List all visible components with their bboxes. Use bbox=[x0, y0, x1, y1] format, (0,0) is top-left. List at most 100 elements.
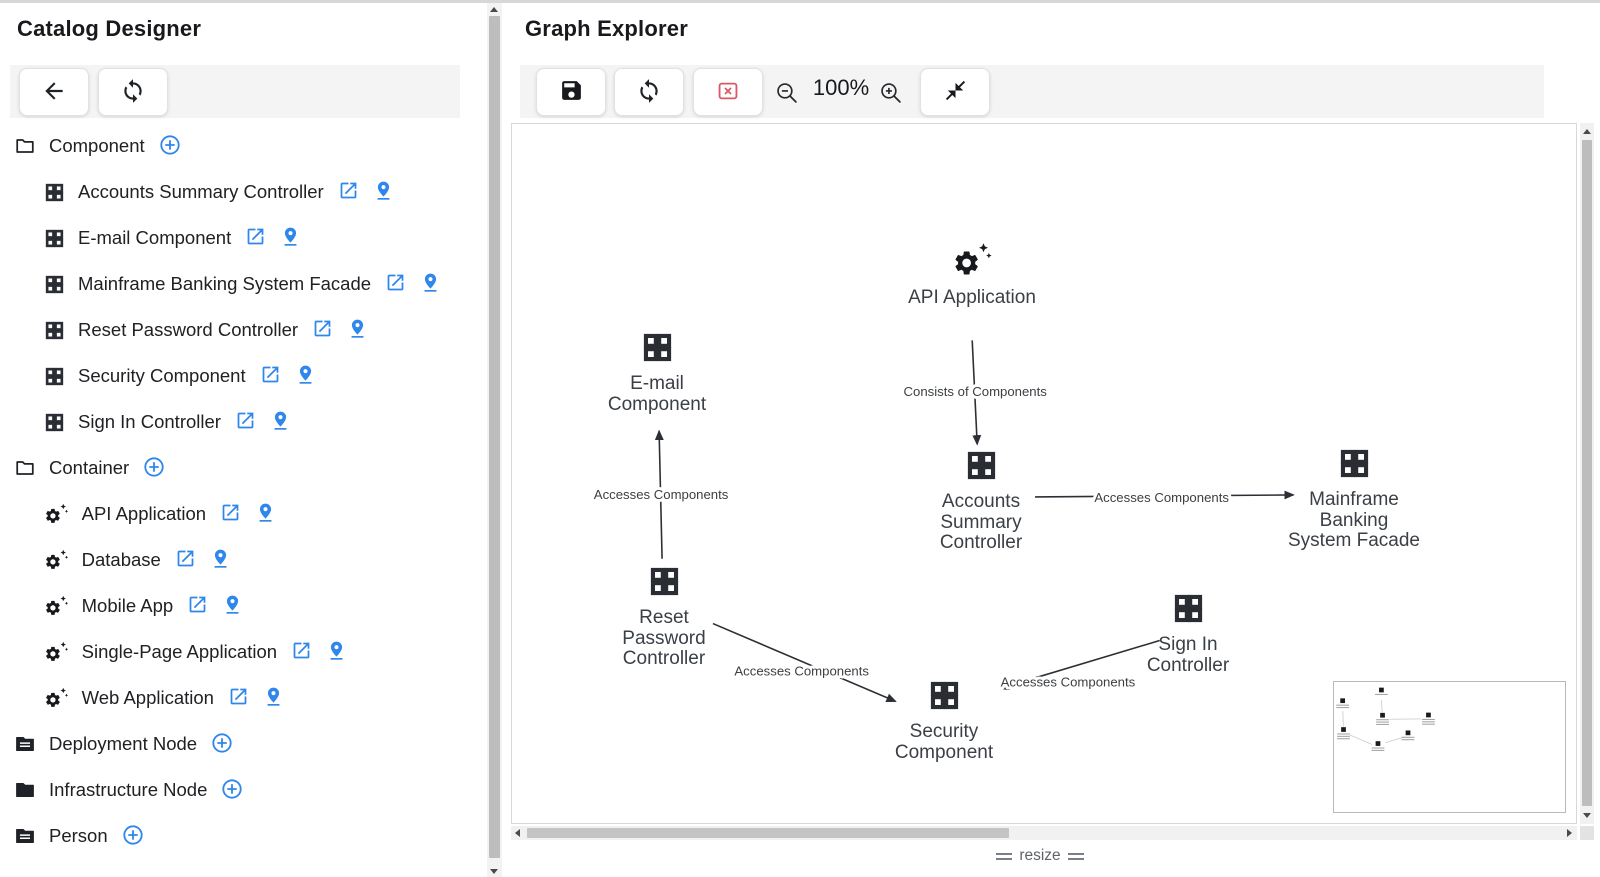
tree-item-mobile-app[interactable]: Mobile App bbox=[0, 583, 487, 629]
tree-category-deployment-node[interactable]: Deployment Node bbox=[0, 721, 487, 767]
folder-filled-icon bbox=[14, 779, 36, 801]
locate-item-button[interactable] bbox=[270, 410, 291, 434]
tree-item-e-mail-component[interactable]: E-mail Component bbox=[0, 215, 487, 261]
minimap-node-label bbox=[1376, 721, 1389, 723]
scroll-down-icon[interactable] bbox=[490, 869, 498, 874]
graph-node-reset-password-controller[interactable]: Reset Password Controller bbox=[579, 565, 749, 670]
locate-item-button[interactable] bbox=[280, 226, 301, 250]
add-entity-button[interactable] bbox=[159, 134, 181, 159]
add-entity-button[interactable] bbox=[143, 456, 165, 481]
plus-circle-icon bbox=[159, 134, 181, 159]
open-item-button[interactable] bbox=[245, 226, 266, 250]
tree-label: Container bbox=[49, 457, 130, 478]
add-entity-button[interactable] bbox=[211, 732, 233, 757]
locate-item-button[interactable] bbox=[255, 502, 276, 526]
minimap-node bbox=[1375, 741, 1381, 746]
component-grid-icon bbox=[965, 449, 998, 487]
scrollbar-thumb[interactable] bbox=[527, 828, 1009, 838]
minimap[interactable] bbox=[1333, 681, 1566, 813]
tree-category-container[interactable]: Container bbox=[0, 445, 487, 491]
tree-item-api-application[interactable]: API Application bbox=[0, 491, 487, 537]
open-item-button[interactable] bbox=[235, 410, 256, 434]
tree-category-infrastructure-node[interactable]: Infrastructure Node bbox=[0, 767, 487, 813]
minimap-edge bbox=[1381, 699, 1383, 713]
tree-category-person[interactable]: Person bbox=[0, 813, 487, 859]
graph-node-accounts-summary-controller[interactable]: Accounts Summary Controller bbox=[896, 449, 1066, 554]
open-item-button[interactable] bbox=[338, 180, 359, 204]
tree-item-mainframe-banking-system-facade[interactable]: Mainframe Banking System Facade bbox=[0, 261, 487, 307]
resize-handle[interactable]: resize bbox=[955, 845, 1125, 867]
minimap-node bbox=[1426, 712, 1431, 718]
save-graph-button[interactable] bbox=[536, 68, 606, 116]
open-item-button[interactable] bbox=[187, 594, 208, 618]
zoom-out-icon[interactable] bbox=[774, 80, 799, 105]
tree-item-sign-in-controller[interactable]: Sign In Controller bbox=[0, 399, 487, 445]
zoom-in-icon[interactable] bbox=[878, 80, 903, 105]
locate-item-button[interactable] bbox=[210, 548, 231, 572]
delete-graph-button[interactable] bbox=[693, 68, 763, 116]
component-grid-icon bbox=[44, 366, 65, 387]
locate-item-button[interactable] bbox=[222, 594, 243, 618]
add-entity-button[interactable] bbox=[221, 778, 243, 803]
refresh-graph-button[interactable] bbox=[614, 68, 684, 116]
tree-item-reset-password-controller[interactable]: Reset Password Controller bbox=[0, 307, 487, 353]
open-item-button[interactable] bbox=[291, 640, 312, 664]
open-in-new-icon bbox=[245, 226, 266, 250]
tree-item-web-application[interactable]: Web Application bbox=[0, 675, 487, 721]
collapse-graph-button[interactable] bbox=[920, 68, 990, 116]
tree-item-database[interactable]: Database bbox=[0, 537, 487, 583]
add-entity-button[interactable] bbox=[122, 824, 144, 849]
minimap-node-label bbox=[1336, 704, 1350, 706]
open-item-button[interactable] bbox=[312, 318, 333, 342]
graph-node-api-application[interactable]: API Application bbox=[887, 242, 1057, 309]
graph-horizontal-scrollbar[interactable] bbox=[511, 826, 1577, 840]
minimap-edge bbox=[1349, 734, 1373, 745]
pin-drop-icon bbox=[373, 180, 394, 204]
pin-drop-icon bbox=[420, 272, 441, 296]
graph-node-mainframe-banking-system-facade[interactable]: Mainframe Banking System Facade bbox=[1269, 447, 1439, 552]
open-in-new-icon bbox=[312, 318, 333, 342]
scroll-up-icon[interactable] bbox=[490, 7, 498, 12]
scroll-up-icon[interactable] bbox=[1583, 129, 1591, 134]
tree-category-component[interactable]: Component bbox=[0, 123, 487, 169]
open-in-new-icon bbox=[228, 686, 249, 710]
component-grid-icon bbox=[44, 228, 65, 249]
pin-drop-icon bbox=[295, 364, 316, 388]
open-item-button[interactable] bbox=[220, 502, 241, 526]
tree-item-single-page-application[interactable]: Single-Page Application bbox=[0, 629, 487, 675]
open-in-new-icon bbox=[235, 410, 256, 434]
locate-item-button[interactable] bbox=[420, 272, 441, 296]
container-gear-icon bbox=[952, 242, 992, 283]
open-item-button[interactable] bbox=[228, 686, 249, 710]
graph-node-security-component[interactable]: Security Component bbox=[859, 679, 1029, 763]
tree-item-security-component[interactable]: Security Component bbox=[0, 353, 487, 399]
minimap-node-label bbox=[1371, 747, 1385, 749]
open-item-button[interactable] bbox=[260, 364, 281, 388]
catalog-toolbar bbox=[10, 65, 460, 118]
refresh-catalog-button[interactable] bbox=[98, 68, 168, 116]
minimap-node-label bbox=[1336, 707, 1350, 709]
graph-vertical-scrollbar[interactable] bbox=[1580, 123, 1594, 824]
locate-item-button[interactable] bbox=[373, 180, 394, 204]
locate-item-button[interactable] bbox=[263, 686, 284, 710]
locate-item-button[interactable] bbox=[295, 364, 316, 388]
catalog-scrollbar[interactable] bbox=[487, 3, 502, 877]
scrollbar-thumb[interactable] bbox=[489, 16, 500, 858]
graph-node-email-component[interactable]: E-mail Component bbox=[572, 331, 742, 415]
tree-item-accounts-summary-controller[interactable]: Accounts Summary Controller bbox=[0, 169, 487, 215]
scrollbar-thumb[interactable] bbox=[1582, 140, 1592, 806]
locate-item-button[interactable] bbox=[326, 640, 347, 664]
scroll-right-icon[interactable] bbox=[1567, 829, 1572, 837]
scroll-down-icon[interactable] bbox=[1583, 813, 1591, 818]
container-gear-icon bbox=[44, 503, 69, 525]
locate-item-button[interactable] bbox=[347, 318, 368, 342]
graph-node-sign-in-controller[interactable]: Sign In Controller bbox=[1103, 592, 1273, 676]
back-button[interactable] bbox=[19, 68, 89, 116]
open-in-new-icon bbox=[291, 640, 312, 664]
open-item-button[interactable] bbox=[175, 548, 196, 572]
graph-node-label: Reset Password Controller bbox=[622, 607, 706, 669]
open-item-button[interactable] bbox=[385, 272, 406, 296]
scroll-left-icon[interactable] bbox=[515, 829, 520, 837]
